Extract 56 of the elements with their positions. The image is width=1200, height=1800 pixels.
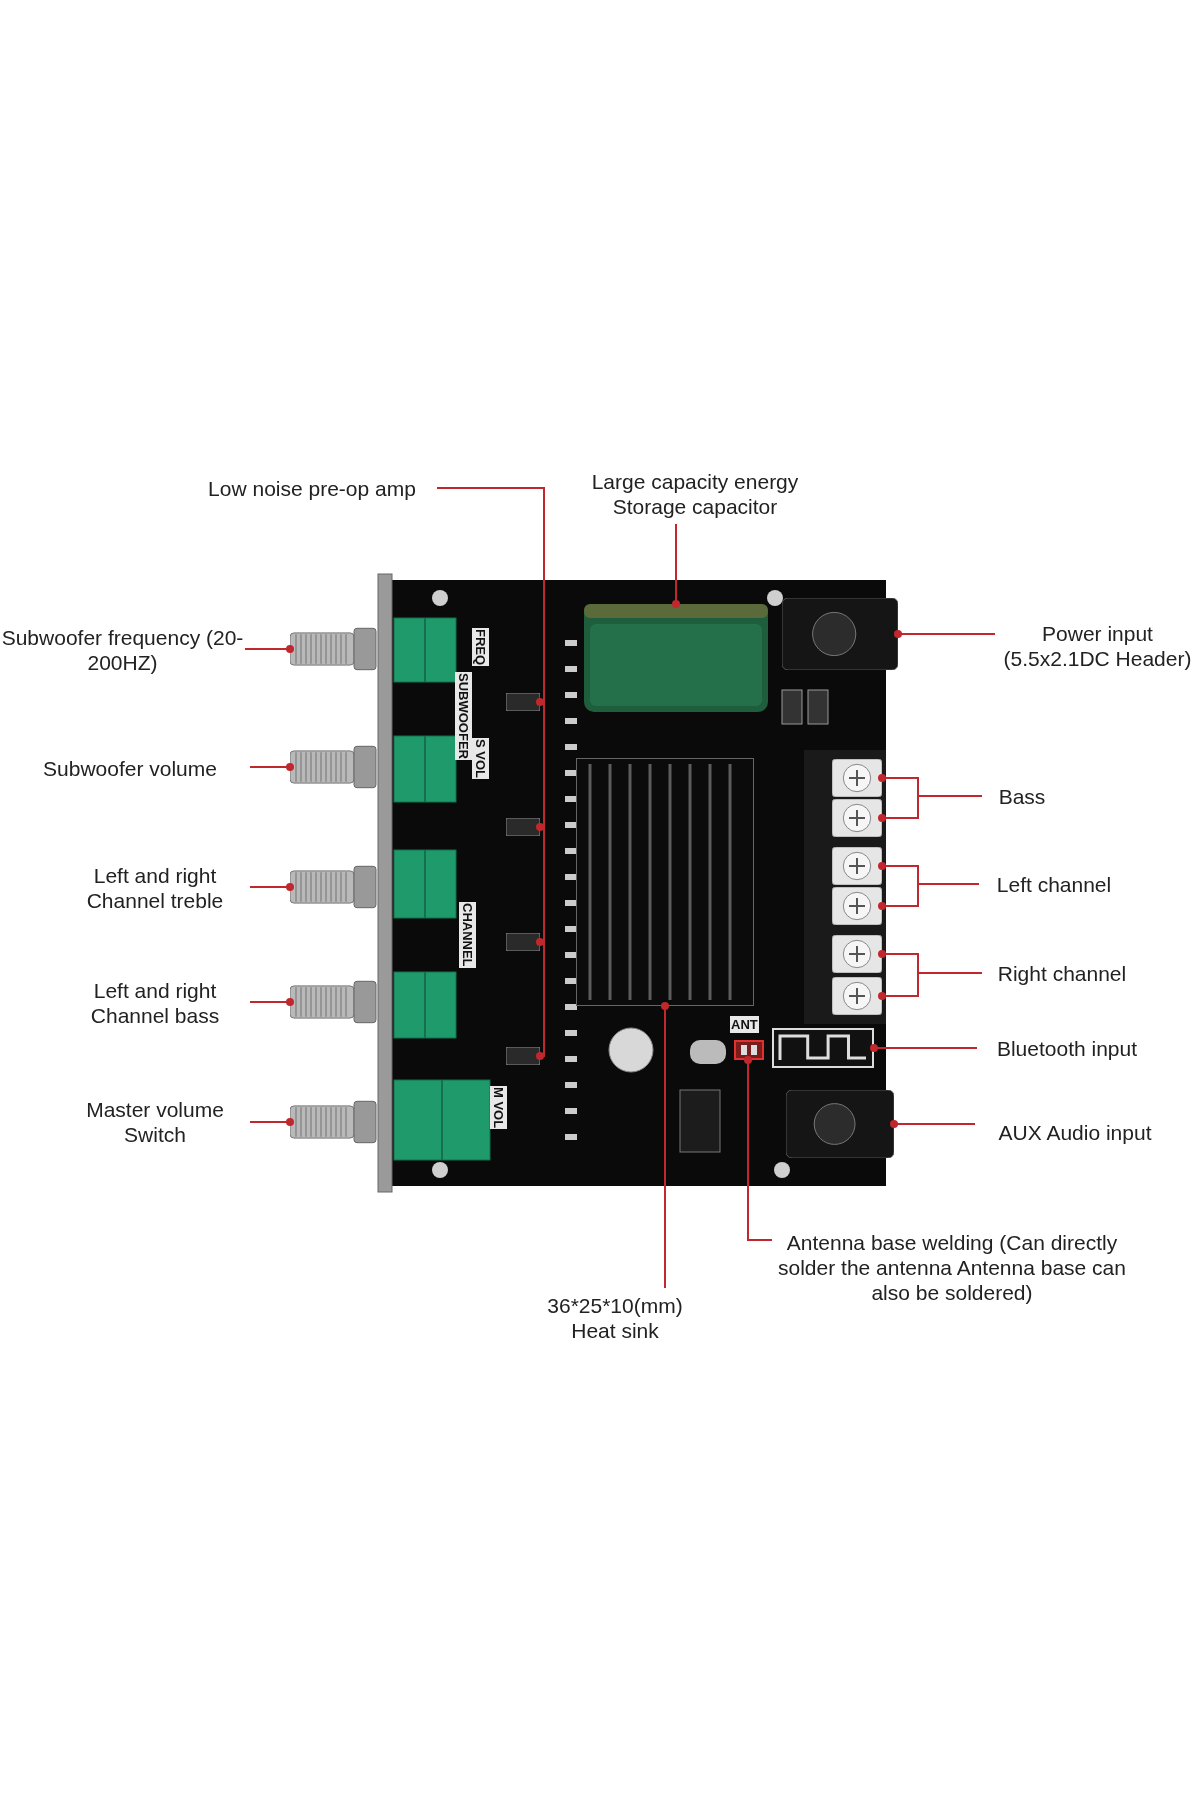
pcb-antenna: [772, 1028, 874, 1068]
jack-socket: [782, 598, 898, 670]
leader-line: [894, 630, 996, 638]
callout-text: Left and right Channel bass: [60, 973, 250, 1033]
capacitor: [584, 604, 768, 712]
antenna-pad: [734, 1040, 764, 1060]
jack-socket: [786, 1090, 894, 1158]
leader-line: [244, 645, 294, 653]
callout-text: Bluetooth input: [977, 1032, 1157, 1064]
leader-line: [878, 795, 983, 822]
screw-terminal: [832, 759, 882, 797]
callout-text: Bass: [982, 780, 1062, 812]
screw-terminal: [832, 977, 882, 1015]
leader-line: [878, 883, 980, 910]
callout-text: Master volume Switch: [60, 1092, 250, 1152]
silkscreen-label: S VOL: [472, 738, 489, 779]
op-amp-chip: [506, 693, 540, 711]
leader-line: [672, 523, 680, 608]
op-amp-chip: [506, 933, 540, 951]
leader-line: [870, 1044, 978, 1052]
leader-line: [878, 972, 983, 1000]
callout-text: Large capacity energy Storage capacitor: [560, 464, 830, 524]
potentiometer-knob: [290, 1099, 378, 1145]
leader-line: [744, 1056, 773, 1241]
callout-text: 36*25*10(mm) Heat sink: [540, 1288, 690, 1348]
leader-line: [249, 998, 294, 1006]
screw-terminal: [832, 799, 882, 837]
leader-line: [249, 763, 294, 771]
callout-text: Antenna base welding (Can directly solder the antenna Antenna base can also be soldered): [772, 1222, 1132, 1312]
screw-terminal: [832, 887, 882, 925]
screw-terminal: [832, 935, 882, 973]
silkscreen-label: M VOL: [490, 1086, 507, 1130]
leader-line: [249, 1118, 294, 1126]
callout-text: Subwoofer volume: [10, 752, 250, 784]
potentiometer-knob: [290, 626, 378, 672]
leader-line: [249, 883, 294, 891]
op-amp-chip: [506, 1047, 540, 1065]
heat-sink: [576, 758, 754, 1006]
potentiometer-knob: [290, 979, 378, 1025]
callout-text: Subwoofer frequency (20-200HZ): [0, 620, 245, 680]
op-amp-chip: [506, 818, 540, 836]
callout-text: Left channel: [979, 868, 1129, 900]
leader-line: [890, 1120, 976, 1128]
silkscreen-label: FREQ: [472, 628, 489, 667]
silkscreen-label: ANT: [730, 1016, 759, 1033]
callout-text: Power input (5.5x2.1DC Header): [995, 616, 1200, 676]
callout-text: Right channel: [982, 957, 1142, 989]
potentiometer-knob: [290, 864, 378, 910]
screw-terminal: [832, 847, 882, 885]
potentiometer-knob: [290, 744, 378, 790]
silkscreen-label: CHANNEL: [459, 902, 476, 968]
silkscreen-label: SUBWOOFER: [455, 672, 472, 760]
callout-text: Left and right Channel treble: [60, 858, 250, 918]
leader-line: [661, 1002, 669, 1289]
callout-text: AUX Audio input: [975, 1116, 1175, 1148]
callout-text: Low noise pre-op amp: [187, 472, 437, 504]
